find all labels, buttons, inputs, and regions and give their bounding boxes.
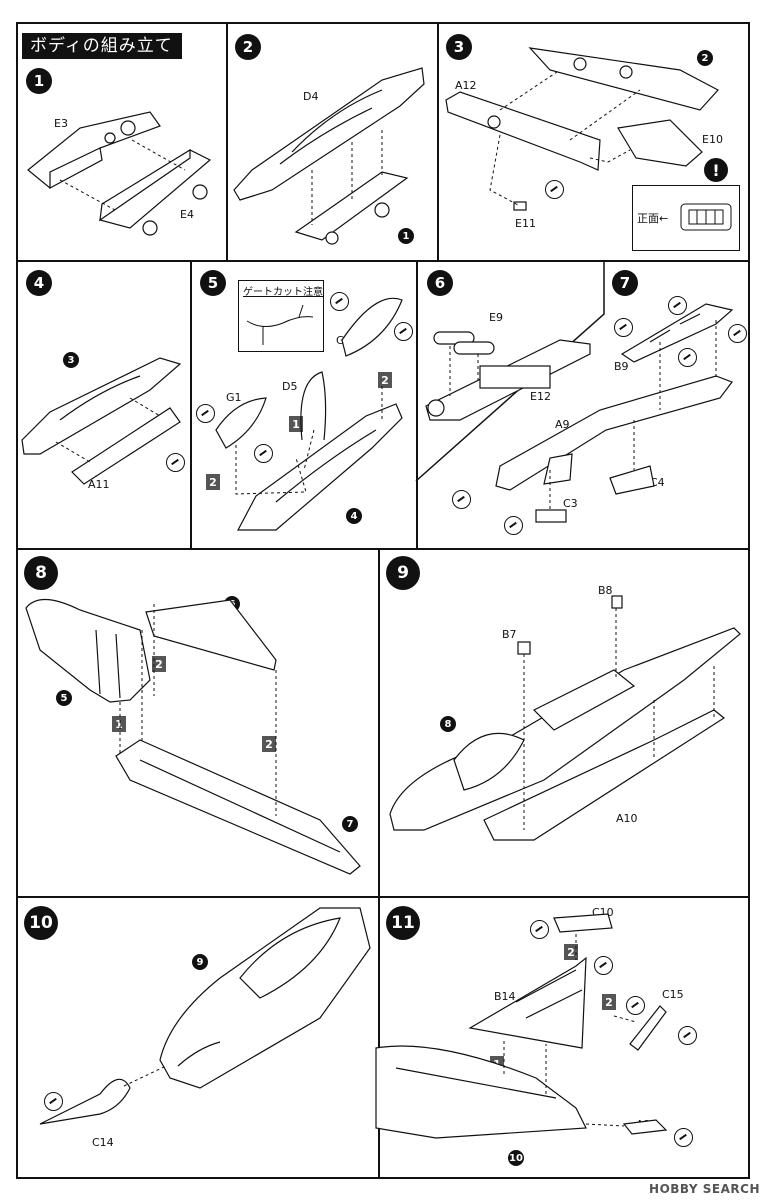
step-1-badge: 1 — [26, 68, 52, 94]
part-b9-label: B9 — [614, 360, 629, 373]
section-title: ボディの組み立て — [22, 33, 182, 59]
front-view-box: 正面← — [632, 185, 740, 251]
part-e11-label: E11 — [515, 217, 536, 230]
step-5-ref-badge: 4 — [346, 508, 362, 524]
part-a10-label: A10 — [616, 812, 638, 825]
order-2-marker: 2 — [378, 372, 392, 388]
watermark: HOBBY SEARCH — [649, 1182, 760, 1196]
order-1-marker: 1 — [289, 416, 303, 432]
step-9-badge: 9 — [386, 556, 420, 590]
step-5-badge: 5 — [200, 270, 226, 296]
col-divider-r2b — [416, 260, 418, 549]
step-8-drawing — [25, 598, 361, 875]
part-c14-label: C14 — [92, 1136, 114, 1149]
part-e3-label: E3 — [54, 117, 68, 130]
gate-cut-icon — [166, 453, 185, 472]
step-11-badge: 11 — [386, 906, 420, 940]
order-2-marker: 2 — [206, 474, 220, 490]
step-10-ref-badge: 9 — [192, 954, 208, 970]
gate-cut-icon — [504, 516, 523, 535]
gate-cut-icon — [668, 296, 687, 315]
part-e4-label: E4 — [180, 208, 194, 221]
step-7-drawing — [495, 303, 734, 523]
step-1-drawing — [27, 111, 212, 236]
part-d5-label: D5 — [282, 380, 298, 393]
order-2-marker: 2 — [602, 994, 616, 1010]
gate-cut-note-box: ゲートカット注意 — [238, 280, 324, 352]
order-1-marker: 1 — [112, 716, 126, 732]
col-divider-r1a — [226, 22, 228, 261]
step-4-drawing — [21, 357, 182, 485]
step-8-ref-5-badge: 5 — [56, 690, 72, 706]
gate-cut-icon — [594, 956, 613, 975]
part-e12-label: E12 — [530, 390, 551, 403]
part-b8-label: B8 — [598, 584, 613, 597]
step-7-badge: 7 — [612, 270, 638, 296]
step-10-drawing — [39, 907, 371, 1125]
part-g1-label: G1 — [226, 391, 242, 404]
gate-cut-icon — [44, 1092, 63, 1111]
col-divider-r2a — [190, 260, 192, 549]
gate-cut-icon — [545, 180, 564, 199]
row-divider-2 — [16, 548, 750, 550]
gate-cut-icon — [674, 1128, 693, 1147]
step-5-drawing — [215, 297, 403, 531]
step-9-drawing — [389, 595, 741, 841]
gate-cut-icon — [626, 996, 645, 1015]
step-3-ref-badge: 2 — [697, 50, 713, 66]
row-divider-1 — [16, 260, 750, 262]
part-a9-label: A9 — [555, 418, 570, 431]
warning-icon: ! — [704, 158, 728, 182]
step-8-badge: 8 — [24, 556, 58, 590]
step-9-ref-badge: 8 — [440, 716, 456, 732]
step-2-ref-badge: 1 — [398, 228, 414, 244]
gate-cut-icon — [452, 490, 471, 509]
part-b14-label: B14 — [494, 990, 516, 1003]
step-4-badge: 4 — [26, 270, 52, 296]
step-8-ref-7-badge: 7 — [342, 816, 358, 832]
step-3-badge: 3 — [446, 34, 472, 60]
part-a12-label: A12 — [455, 79, 477, 92]
part-e9-label: E9 — [489, 311, 503, 324]
step-2-badge: 2 — [235, 34, 261, 60]
gate-cut-detail-drawing — [246, 304, 314, 345]
step-6-badge: 6 — [427, 270, 453, 296]
gate-cut-icon — [394, 322, 413, 341]
step-10-badge: 10 — [24, 906, 58, 940]
part-b7-label: B7 — [502, 628, 517, 641]
part-c15-label: C15 — [662, 988, 684, 1001]
e10-front-drawing — [680, 203, 732, 231]
part-c3-label: C3 — [563, 497, 578, 510]
step-4-ref-badge: 3 — [63, 352, 79, 368]
gate-cut-icon — [678, 348, 697, 367]
gate-cut-warning-label: ゲートカット注意 — [243, 287, 323, 298]
page-frame — [16, 22, 750, 1179]
order-2-marker: 2 — [564, 944, 578, 960]
col-divider-r1b — [437, 22, 439, 261]
gate-cut-icon — [196, 404, 215, 423]
gate-cut-icon — [728, 324, 747, 343]
step-6-drawing — [425, 331, 591, 421]
step-2-drawing — [233, 67, 425, 245]
gate-cut-icon — [678, 1026, 697, 1045]
order-2-marker: 2 — [262, 736, 276, 752]
step-11-ref-badge: 10 — [508, 1150, 524, 1166]
step-3-drawing — [445, 47, 719, 211]
part-d4-label: D4 — [303, 90, 319, 103]
step-11-drawing — [375, 913, 668, 1139]
row-divider-3 — [16, 896, 750, 898]
part-a11-label: A11 — [88, 478, 110, 491]
gate-cut-icon — [330, 292, 349, 311]
gate-cut-icon — [530, 920, 549, 939]
part-e10-label: E10 — [702, 133, 723, 146]
gate-cut-icon — [614, 318, 633, 337]
front-direction-label: 正面← — [637, 212, 669, 225]
col-divider-r3 — [378, 548, 380, 1179]
gate-cut-icon — [254, 444, 273, 463]
order-2-marker: 2 — [152, 656, 166, 672]
